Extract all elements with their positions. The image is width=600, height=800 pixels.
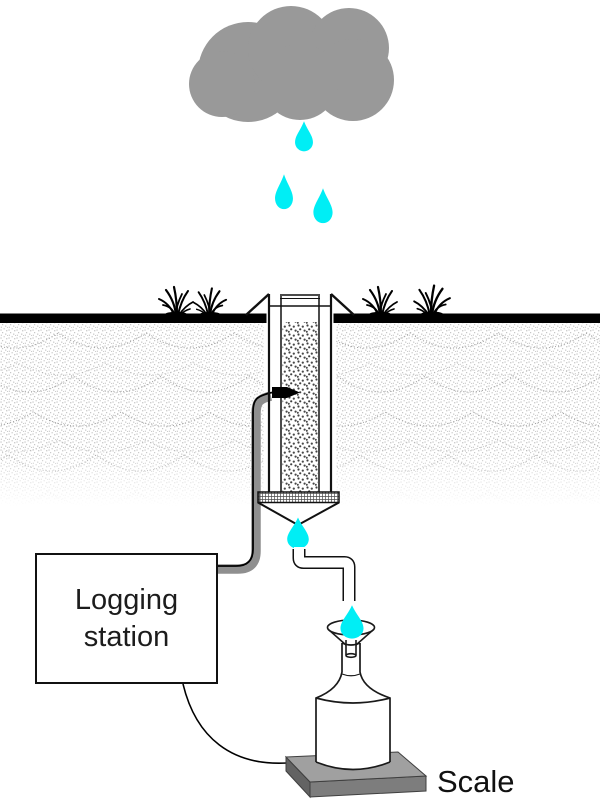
filter-mesh-icon (257, 491, 340, 504)
rain-cloud-icon (189, 6, 394, 122)
grass-tuft-icon (361, 285, 399, 319)
logging-station-label-line1: Logging (74, 583, 179, 616)
column-flange-right (330, 293, 355, 316)
raindrop-icon (340, 605, 364, 639)
collection-bottle-icon (315, 642, 391, 771)
raindrop-icon (275, 174, 293, 210)
grass-tuft-icon (412, 284, 452, 319)
probe-cable (218, 391, 273, 574)
drainage-pipe-icon (292, 547, 356, 603)
logging-station-box: Logging station (35, 553, 218, 684)
scale-cable (182, 683, 288, 764)
column-funnel (257, 501, 340, 526)
soil-column-icon (245, 293, 355, 526)
soil-sample-fill (282, 322, 318, 492)
cable-sheath (218, 391, 273, 574)
raindrop-icon (313, 188, 333, 224)
cable-wire (218, 391, 273, 567)
ground-surface (0, 313, 600, 323)
grass-tuft-icon (157, 285, 195, 319)
column-flange-left (245, 293, 270, 316)
logging-station-label-line2: station (83, 620, 170, 653)
raindrop-group (275, 121, 333, 224)
grass-tuft-icon (192, 287, 228, 319)
moisture-probe-icon (272, 387, 300, 398)
raindrop-icon (295, 121, 313, 152)
scale-label: Scale (437, 764, 515, 799)
